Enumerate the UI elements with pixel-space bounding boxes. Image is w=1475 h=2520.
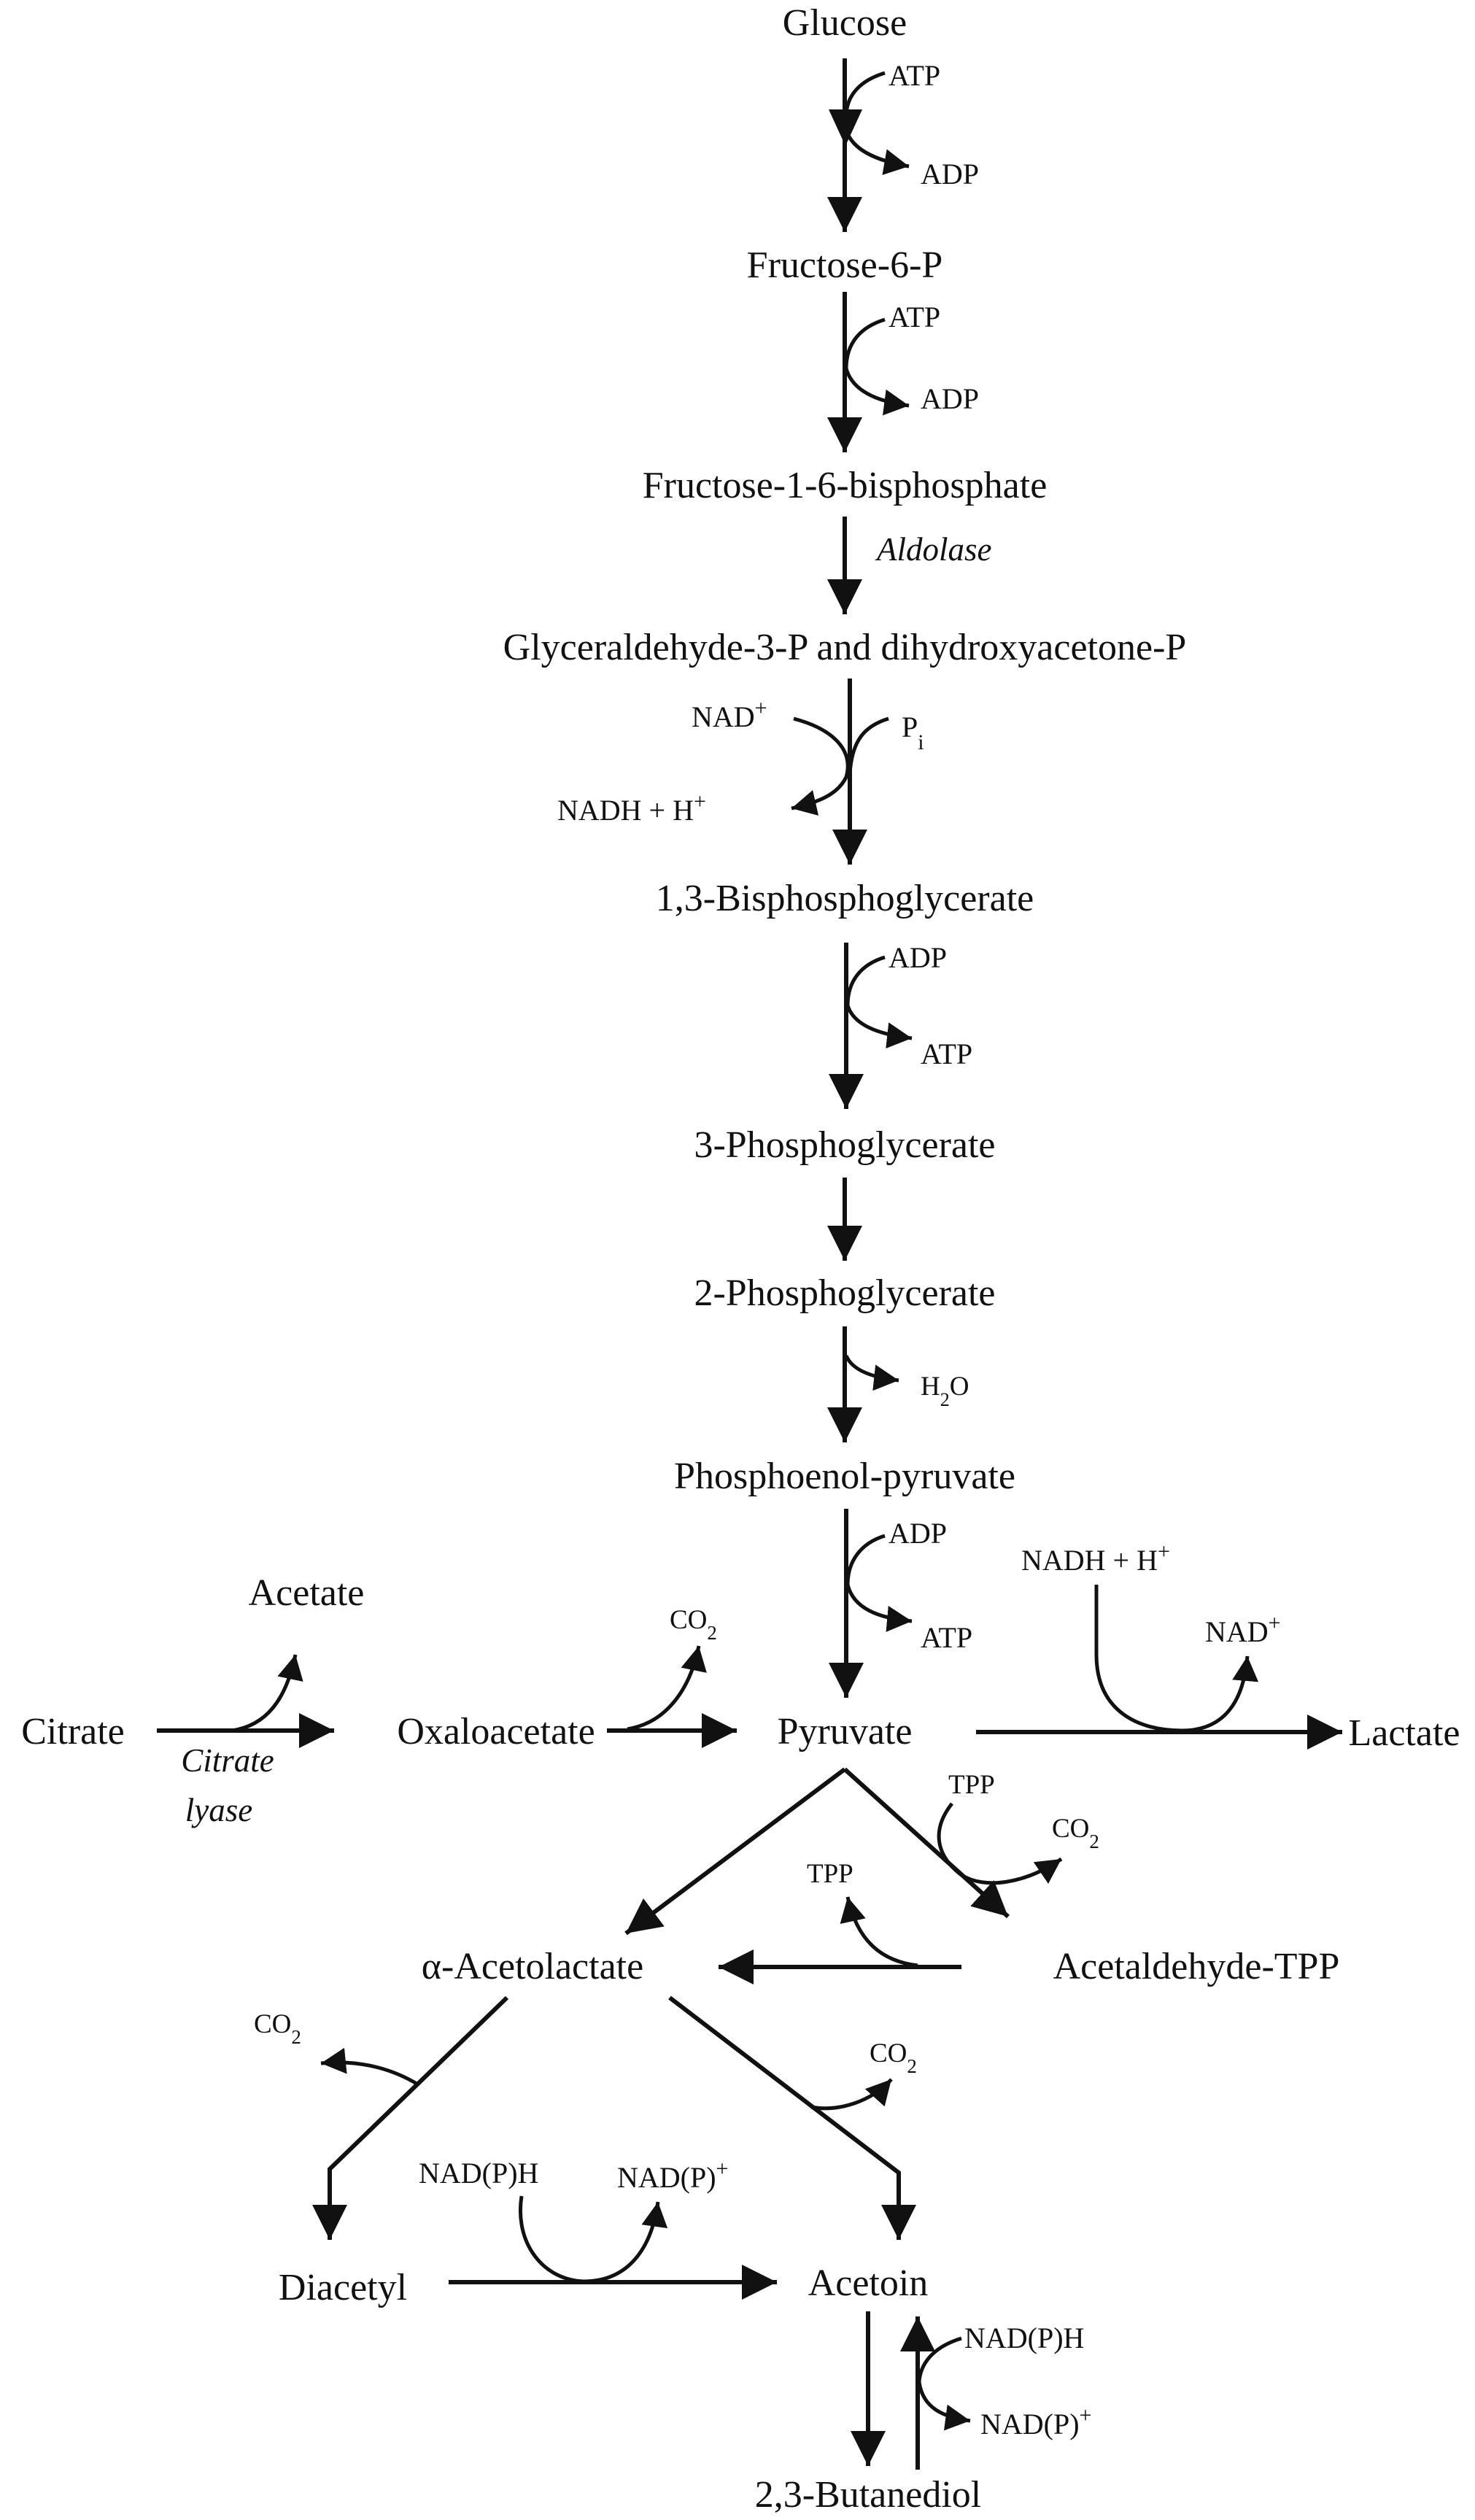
cofactor-nadh-2: NADH + H+ xyxy=(1021,1539,1170,1577)
arrowhead-glucose-inner xyxy=(829,109,862,146)
cofactor-adp-3: ADP xyxy=(889,941,947,974)
cofactor-curve-atp-4 xyxy=(845,1584,913,1632)
metabolite-3-phosphoglycerate: 3-Phosphoglycerate xyxy=(694,1124,995,1166)
cofactor-co2-2: CO2 xyxy=(1052,1814,1099,1852)
cofactor-atp-2: ATP xyxy=(889,301,940,333)
cofactor-curve-atp-2 xyxy=(844,317,886,369)
metabolite-oxaloacetate: Oxaloacetate xyxy=(397,1711,595,1752)
cofactor-curve-adp-1 xyxy=(844,129,910,175)
cofactor-adp-2: ADP xyxy=(921,382,979,415)
cofactor-curve-nadh-2 xyxy=(1094,1585,1259,1733)
cofactor-atp-1: ATP xyxy=(889,59,940,92)
cofactor-curve-nad-1 xyxy=(791,716,850,816)
cofactor-curve-pi xyxy=(848,716,889,774)
cofactor-tpp-1: TPP xyxy=(948,1770,995,1800)
metabolite-acetate: Acetate xyxy=(249,1572,365,1614)
cofactor-atp-4: ATP xyxy=(921,1621,972,1654)
enzyme-citrate-lyase-line1: Citrate xyxy=(181,1742,274,1779)
metabolite-alpha-acetolactate: α-Acetolactate xyxy=(422,1946,643,1987)
cofactor-pi: Pi xyxy=(902,711,924,754)
metabolite-g3p-dhap: Glyceraldehyde-3-P and dihydroxyacetone-… xyxy=(503,627,1187,668)
curve-to-acetate xyxy=(231,1654,303,1733)
cofactor-curve-tpp-1 xyxy=(937,1802,1063,1885)
metabolite-acetaldehyde-tpp: Acetaldehyde-TPP xyxy=(1053,1946,1340,1987)
metabolite-1-3-bisphosphoglycerate: 1,3-Bisphosphoglycerate xyxy=(656,878,1034,919)
curve-to-co2-1 xyxy=(627,1645,707,1731)
metabolite-lactate: Lactate xyxy=(1349,1712,1460,1754)
cofactor-adp-4: ADP xyxy=(889,1517,947,1550)
cofactor-atp-3: ATP xyxy=(921,1037,972,1070)
metabolite-glucose: Glucose xyxy=(783,2,907,44)
metabolite-phosphoenol-pyruvate: Phosphoenol-pyruvate xyxy=(674,1456,1015,1497)
cofactor-nad-1: NAD+ xyxy=(692,696,767,734)
enzyme-aldolase: Aldolase xyxy=(875,531,991,568)
enzyme-citrate-lyase-line2: lyase xyxy=(185,1792,252,1828)
metabolite-acetoin: Acetoin xyxy=(808,2262,929,2304)
arrow-pyruvate-to-acetaldehyde-tpp xyxy=(843,1767,1010,1919)
cofactor-curve-adp-2 xyxy=(844,368,910,416)
cofactor-curve-tpp-2 xyxy=(840,1896,918,1968)
metabolite-fructose-1-6-bisphosphate: Fructose-1-6-bisphosphate xyxy=(643,465,1048,506)
curve-to-co2-4 xyxy=(810,2078,893,2111)
cofactor-curve-adp-4 xyxy=(845,1534,886,1585)
cofactor-tpp-2: TPP xyxy=(807,1859,853,1889)
metabolite-2-phosphoglycerate: 2-Phosphoglycerate xyxy=(694,1272,995,1314)
arrow-acetolactate-to-acetoin xyxy=(668,1995,916,2240)
metabolite-fructose-6-p: Fructose-6-P xyxy=(747,244,943,286)
cofactor-curve-atp-3 xyxy=(845,1005,913,1049)
cofactor-nad-2: NAD+ xyxy=(1205,1611,1281,1649)
cofactor-curve-h2o xyxy=(844,1354,899,1391)
metabolite-2-3-butanediol: 2,3-Butanediol xyxy=(755,2474,982,2516)
cofactor-nadph-2: NAD(P)H xyxy=(964,2322,1084,2354)
cofactor-nadp-2: NAD(P)+ xyxy=(980,2403,1091,2441)
cofactor-curve-adp-3 xyxy=(845,955,886,1006)
cofactor-curve-nadph-2 xyxy=(917,2336,962,2383)
cofactor-h2o: H2O xyxy=(921,1372,969,1410)
cofactor-nadph-1: NAD(P)H xyxy=(419,2157,538,2189)
cofactor-nadp-1: NAD(P)+ xyxy=(617,2157,728,2195)
cofactor-nadh-1: NADH + H+ xyxy=(557,789,706,827)
metabolite-pyruvate: Pyruvate xyxy=(778,1711,913,1752)
metabolite-citrate: Citrate xyxy=(21,1711,125,1752)
curve-to-co2-3 xyxy=(320,2047,419,2087)
arrow-acetolactate-to-diacetyl xyxy=(312,1995,509,2240)
cofactor-adp-1: ADP xyxy=(921,158,979,190)
metabolite-diacetyl: Diacetyl xyxy=(279,2267,407,2308)
cofactor-curve-nadph-1 xyxy=(519,2195,668,2284)
arrow-pyruvate-to-acetolactate xyxy=(624,1767,846,1936)
cofactor-co2-4: CO2 xyxy=(870,2038,917,2077)
cofactor-co2-1: CO2 xyxy=(670,1605,717,1644)
cofactor-co2-3: CO2 xyxy=(254,2009,301,2048)
cofactor-curve-nadp-2 xyxy=(917,2381,971,2431)
